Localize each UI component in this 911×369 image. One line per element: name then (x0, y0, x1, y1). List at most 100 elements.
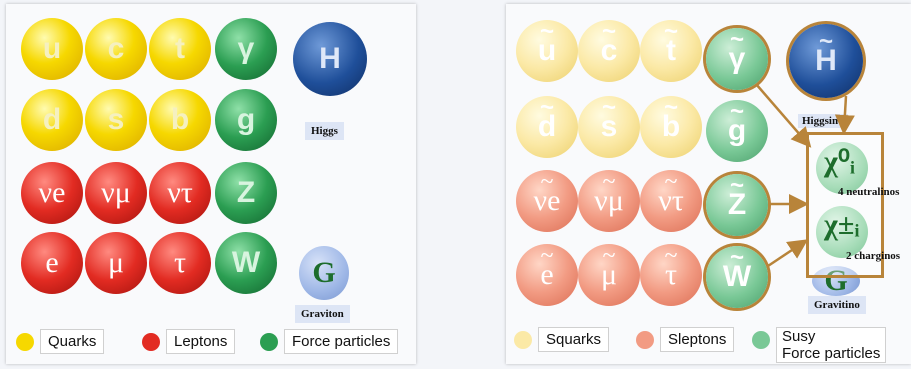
particle-tau: τ (149, 232, 211, 294)
particle-symbol: e (45, 246, 58, 280)
arrow-wino-to-chargino (768, 242, 804, 266)
tilde-mark: ~ (730, 28, 744, 52)
particle-symbol: ~νe (534, 184, 561, 218)
particle-symbol: t (175, 32, 185, 66)
tilde-mark: ~ (602, 20, 616, 44)
legend-susy-line2: Force particles (782, 345, 880, 362)
particle-symbol: ~H (815, 44, 837, 78)
particle-symbol: ~ντ (658, 184, 684, 218)
legend-squarks: Squarks (514, 327, 609, 352)
particle-charm-quark: c (85, 18, 147, 80)
particle-photon: γ (215, 18, 277, 80)
particle-symbol: μ (108, 246, 124, 280)
legend-squarks-dot (514, 331, 532, 349)
particle-symbol: ~s (601, 110, 618, 144)
legend-leptons-dot (142, 333, 160, 351)
particle-symbol: W (232, 246, 260, 280)
particle-symbol: ~b (662, 110, 680, 144)
particle-symbol: ~c (601, 34, 618, 68)
graviton-label: Graviton (295, 305, 350, 323)
particle-symbol: ~u (538, 34, 556, 68)
particle-symbol: u (43, 32, 61, 66)
particle-symbol: b (171, 103, 189, 137)
legend-sleptons-dot (636, 331, 654, 349)
particle-symbol: H (319, 42, 341, 76)
particle-symbol: ~νμ (594, 184, 624, 218)
particle-strange-quark: s (85, 89, 147, 151)
legend-leptons: Leptons (142, 329, 235, 354)
particle-symbol: G (312, 256, 335, 290)
legend-quarks-dot (16, 333, 34, 351)
particle-down-squark: ~d (516, 96, 578, 158)
legend-force-dot (260, 333, 278, 351)
particle-symbol: τ (174, 246, 186, 280)
particle-stau: ~τ (640, 244, 702, 306)
particle-charm-squark: ~c (578, 20, 640, 82)
particle-symbol: ~τ (665, 258, 677, 292)
legend-quarks-label: Quarks (40, 329, 104, 354)
legend-sleptons-label: Sleptons (660, 327, 734, 352)
particle-electron-neutrino: νe (21, 162, 83, 224)
particle-electron-sneutrino: ~νe (516, 170, 578, 232)
legend-squarks-label: Squarks (538, 327, 609, 352)
legend-susy-dot (752, 331, 770, 349)
tilde-mark: ~ (730, 246, 744, 270)
particle-symbol: νe (39, 176, 66, 210)
tilde-mark: ~ (602, 96, 616, 120)
tilde-mark: ~ (665, 244, 678, 268)
tilde-mark: ~ (540, 170, 553, 194)
particle-symbol: ~e (540, 258, 553, 292)
legend-susy-label: Susy Force particles (776, 327, 886, 363)
particle-up-squark: ~u (516, 20, 578, 82)
particle-muon-sneutrino: ~νμ (578, 170, 640, 232)
tilde-mark: ~ (603, 244, 616, 268)
tilde-mark: ~ (664, 96, 678, 120)
neutralino-label: 4 neutralinos (838, 186, 899, 198)
tilde-mark: ~ (540, 96, 554, 120)
legend-sleptons: Sleptons (636, 327, 734, 352)
particle-top-squark: ~t (640, 20, 702, 82)
particle-smuon: ~μ (578, 244, 640, 306)
particle-symbol: ~Z (728, 188, 746, 222)
particle-top-quark: t (149, 18, 211, 80)
particle-symbol: ~d (538, 110, 556, 144)
particle-symbol: ~t (666, 34, 676, 68)
particle-higgsino: ~H (789, 24, 863, 98)
neutralino-symbol: χ⁰ᵢ (824, 144, 855, 179)
particle-zino: ~Z (706, 174, 768, 236)
particle-electron: e (21, 232, 83, 294)
tilde-mark: ~ (730, 174, 744, 198)
susy-panel: ~u ~c ~t ~d ~s ~b ~νe ~νμ ~ντ ~e ~μ ~τ ~… (506, 4, 911, 364)
particle-symbol: ~μ (601, 258, 617, 292)
legend-force-particles: Force particles (260, 329, 398, 354)
particle-strange-squark: ~s (578, 96, 640, 158)
tilde-mark: ~ (540, 20, 554, 44)
tilde-mark: ~ (540, 244, 553, 268)
particle-symbol: s (108, 103, 125, 137)
standard-model-panel: u c t d s b νe νμ ντ e μ τ γ g Z W H Hig… (6, 4, 416, 364)
particle-selectron: ~e (516, 244, 578, 306)
legend-quarks: Quarks (16, 329, 104, 354)
particle-wino: ~W (706, 246, 768, 308)
particle-symbol: νμ (101, 176, 131, 210)
chargino-symbol: χ±ᵢ (824, 208, 860, 242)
particle-w-boson: W (215, 232, 277, 294)
legend-susy-line1: Susy (782, 328, 880, 345)
particle-bottom-squark: ~b (640, 96, 702, 158)
tilde-mark: ~ (603, 170, 616, 194)
particle-gluon: g (215, 89, 277, 151)
tilde-mark: ~ (664, 20, 678, 44)
particle-gluino: ~g (706, 100, 768, 162)
gravitino-label: Gravitino (808, 296, 866, 314)
particle-symbol: Z (237, 176, 255, 210)
particle-muon-neutrino: νμ (85, 162, 147, 224)
particle-z-boson: Z (215, 162, 277, 224)
particle-muon: μ (85, 232, 147, 294)
particle-symbol: g (237, 103, 255, 137)
particle-symbol: ~γ (729, 42, 746, 76)
particle-symbol: d (43, 103, 61, 137)
particle-bottom-quark: b (149, 89, 211, 151)
particle-symbol: ~g (728, 114, 746, 148)
particle-graviton: G (299, 246, 349, 300)
legend-susy-force: Susy Force particles (752, 327, 886, 363)
